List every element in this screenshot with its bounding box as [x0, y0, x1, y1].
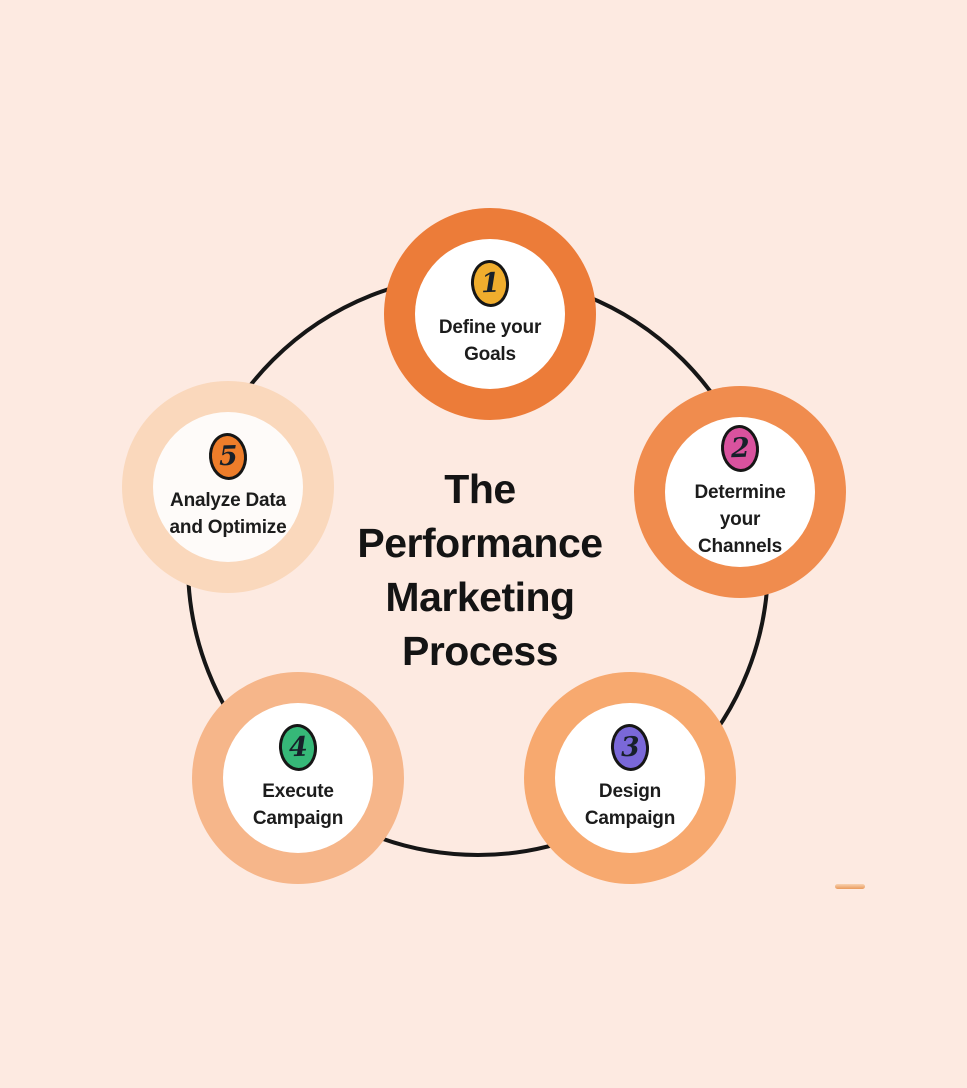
step-node-define-goals: 1 Define your Goals — [384, 208, 596, 420]
step-number: 3 — [620, 731, 640, 764]
step-number-badge: 2 — [719, 422, 761, 474]
step-label: Execute Campaign — [252, 781, 344, 829]
step-node-inner: 1 Define your Goals — [415, 239, 565, 389]
step-label: Define your Goals — [438, 317, 542, 365]
step-node-determine-channels: 2 Determine your Channels — [634, 386, 846, 598]
infographic-title: The Performance Marketing Process — [357, 466, 603, 674]
step-node-inner: 4 Execute Campaign — [223, 703, 373, 853]
step-number-badge: 1 — [469, 258, 511, 309]
decorative-dash — [835, 884, 865, 889]
step-number-badge: 4 — [277, 722, 319, 773]
step-node-inner: 5 Analyze Data and Optimize — [153, 412, 303, 562]
step-node-inner: 2 Determine your Channels — [665, 417, 815, 567]
step-node-design-campaign: 3 Design Campaign — [524, 672, 736, 884]
step-node-inner: 3 Design Campaign — [555, 703, 705, 853]
step-node-analyze-optimize: 5 Analyze Data and Optimize — [122, 381, 334, 593]
step-label: Design Campaign — [584, 781, 676, 829]
step-number-badge: 5 — [207, 431, 249, 482]
step-number: 2 — [730, 432, 750, 464]
step-label: Analyze Data and Optimize — [169, 490, 287, 538]
step-number: 5 — [218, 440, 238, 473]
step-number-badge: 3 — [609, 722, 651, 773]
step-label: Determine your Channels — [694, 481, 786, 557]
step-node-execute-campaign: 4 Execute Campaign — [192, 672, 404, 884]
step-number: 4 — [288, 731, 308, 764]
step-number: 1 — [480, 267, 500, 300]
